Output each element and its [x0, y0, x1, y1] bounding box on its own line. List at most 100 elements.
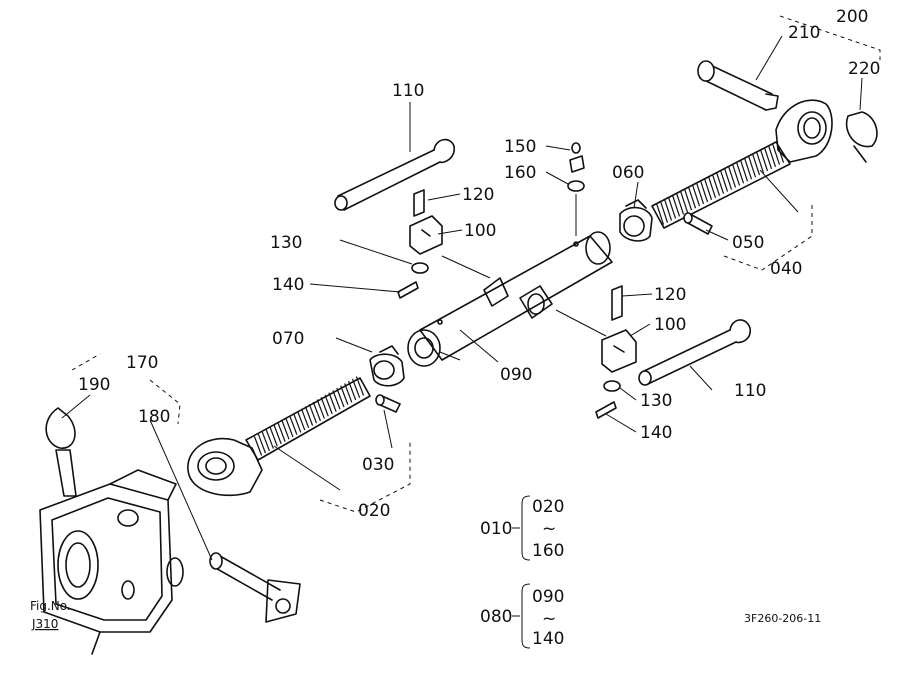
thread-line — [277, 422, 286, 442]
thread-line — [289, 415, 298, 435]
callout-150: 150 — [504, 137, 536, 157]
pin-110-lower — [638, 319, 751, 386]
figure-number: J310 — [31, 617, 58, 631]
thread-line — [675, 192, 685, 215]
callout-140-upper: 140 — [272, 275, 304, 295]
thread-line — [253, 436, 263, 456]
thread-line — [699, 180, 709, 203]
group-010-to: 160 — [532, 541, 564, 561]
washer-130-upper — [411, 262, 429, 274]
thread-line — [751, 153, 761, 176]
thread-line — [711, 174, 721, 196]
thread-line — [707, 176, 717, 198]
group-080-tilde: ~ — [542, 609, 556, 629]
thread-line — [747, 155, 757, 178]
thread-line — [723, 168, 733, 190]
thread-line — [691, 184, 701, 207]
thread-line — [663, 199, 673, 221]
thread-line — [265, 429, 274, 449]
thread-line — [671, 194, 681, 217]
washer-160 — [567, 180, 585, 192]
thread-line — [695, 182, 705, 205]
thread-line — [269, 427, 278, 447]
thread-line — [328, 392, 337, 412]
thread-line — [719, 170, 729, 192]
drawing-code: 3F260-206-11 — [744, 612, 821, 625]
locknut-070 — [369, 345, 405, 387]
thread-line — [316, 399, 325, 419]
callout-050: 050 — [732, 233, 764, 253]
callout-120-upper: 120 — [462, 185, 494, 205]
thread-line — [300, 408, 310, 429]
thread-line — [336, 387, 345, 408]
lift-pin-180 — [149, 419, 301, 623]
locknut-060 — [619, 199, 653, 242]
thread-line — [771, 143, 781, 165]
cotter-140-lower — [595, 401, 617, 419]
rod-end-040 — [651, 99, 833, 229]
linch-pin-220 — [845, 111, 878, 163]
group-010-from: 020 — [532, 497, 564, 517]
thread-line — [261, 431, 270, 452]
thread-line — [687, 186, 697, 209]
thread-line — [324, 394, 333, 415]
cotter-140-upper — [397, 281, 419, 299]
group-080-to: 140 — [532, 629, 564, 649]
callout-120-lower: 120 — [654, 285, 686, 305]
thread-line — [759, 149, 769, 172]
top-pin-210 — [697, 60, 779, 111]
thread-line — [727, 165, 737, 188]
thread-line — [273, 424, 282, 445]
callout-030: 030 — [362, 455, 394, 475]
callout-070: 070 — [272, 329, 304, 349]
thread-line — [304, 406, 314, 426]
thread-line — [735, 161, 745, 184]
thread-line — [348, 380, 357, 401]
callout-200: 200 — [836, 7, 868, 27]
thread-line — [767, 145, 777, 167]
group-080: 080 090 ~ 140 — [480, 583, 564, 649]
callout-020: 020 — [358, 501, 390, 521]
callout-100-lower: 100 — [654, 315, 686, 335]
rod-end-020 — [187, 376, 371, 497]
callout-100-upper: 100 — [464, 221, 496, 241]
thread-line — [312, 401, 321, 422]
thread-line — [293, 413, 302, 433]
thread-line — [355, 376, 365, 396]
callout-130-upper: 130 — [270, 233, 302, 253]
group-010: 010 020 ~ 160 — [480, 495, 564, 561]
thread-line — [703, 178, 713, 201]
callout-180: 180 — [138, 407, 170, 427]
callout-140-lower: 140 — [640, 423, 672, 443]
thread-line — [257, 433, 267, 454]
callout-110-upper: 110 — [392, 81, 424, 101]
thread-line — [655, 203, 665, 225]
callout-170: 170 — [126, 353, 158, 373]
thread-line — [715, 172, 725, 194]
thread-line — [308, 403, 318, 424]
thread-line — [344, 383, 353, 403]
thread-line — [285, 417, 294, 438]
callout-labels: 110 120 100 130 140 150 160 060 200 210 … — [78, 7, 880, 521]
assembly-boundaries — [71, 15, 881, 513]
group-010-tilde: ~ — [542, 519, 556, 539]
thread-line — [743, 157, 753, 180]
callout-090: 090 — [500, 365, 532, 385]
callout-210: 210 — [788, 23, 820, 43]
thread-line — [679, 190, 689, 213]
thread-line — [351, 378, 361, 399]
figure-label: Fig.No. — [30, 599, 71, 613]
thread-line — [667, 196, 677, 219]
clamp-100-upper — [409, 189, 443, 255]
callout-110-lower: 110 — [734, 381, 766, 401]
thread-line — [763, 147, 773, 170]
callout-060: 060 — [612, 163, 644, 183]
callout-190: 190 — [78, 375, 110, 395]
thread-line — [731, 163, 741, 186]
group-080-parent: 080 — [480, 607, 512, 627]
callout-130-lower: 130 — [640, 391, 672, 411]
adjusting-tube-090 — [407, 231, 613, 367]
group-010-parent: 010 — [480, 519, 512, 539]
